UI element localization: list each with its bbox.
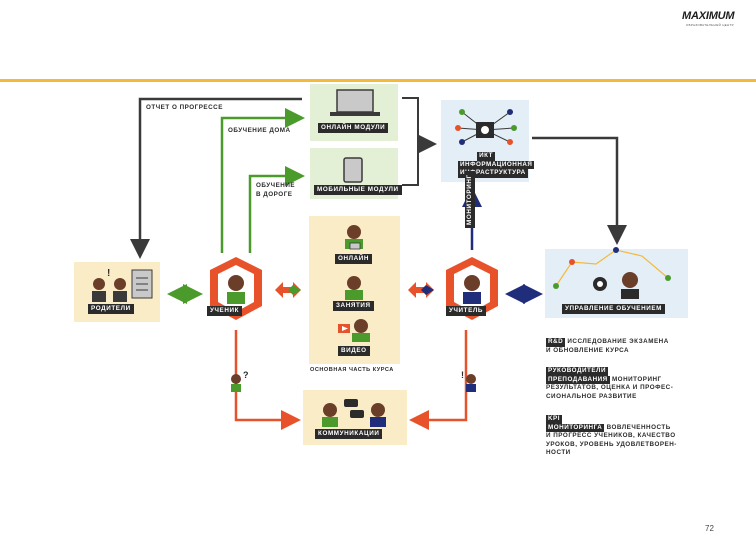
svg-text:?: ? [243, 370, 249, 380]
network-icon [455, 109, 517, 145]
lessons-icon [345, 276, 363, 300]
online-course-icon [345, 225, 363, 250]
home-learning-arrow [220, 108, 305, 253]
legend-kpi-tag-1: KPI [546, 415, 562, 424]
legend-heads-text-2: РЕЗУЛЬТАТОВ, ОЦЕНКА И ПРОФЕС- [546, 384, 674, 391]
teacher-alert-icon: ! [461, 370, 476, 392]
legend-kpi-text-4: НОСТИ [546, 449, 571, 456]
online-label: ОНЛАЙН [335, 254, 373, 264]
teacher-communications-arrow [409, 330, 468, 430]
infra-label-3: ИНФРАСТРУКТУРА [458, 169, 528, 178]
student-communications-arrow [234, 330, 301, 430]
modules-bracket [402, 97, 437, 186]
communications-icon [322, 399, 386, 427]
company-logo: MAXIMUM ОБРАЗОВАТЕЛЬНЫЙ ЦЕНТР [678, 8, 748, 32]
teacher-badge [446, 257, 498, 320]
legend-kpi-text-3: УРОКОВ, УРОВЕНЬ УДОВЛЕТВОРЕН- [546, 440, 677, 448]
legend-heads-text-3: СИОНАЛЬНОЕ РАЗВИТИЕ [546, 392, 637, 400]
svg-text:!: ! [461, 370, 464, 380]
monitoring-label: МОНИТОРИНГ [465, 171, 475, 228]
tablet-icon [343, 157, 363, 183]
legend-heads: РУКОВОДИТЕЛИ ПРЕПОДАВАНИЯ МОНИТОРИНГ РЕЗ… [546, 367, 673, 401]
legend-kpi: KPI МОНИТОРИНГА ВОВЛЕЧЕННОСТЬ И ПРОГРЕСС… [546, 415, 677, 458]
legend-rnd-text-2: И ОБНОВЛЕНИЕ КУРСА [546, 346, 630, 354]
infra-label-2: ИНФОРМАЦИОННАЯ [458, 160, 535, 169]
road-learning-label-1: ОБУЧЕНИЕ [256, 182, 296, 189]
infra-to-management-arrow [532, 136, 627, 245]
road-learning-arrow [248, 166, 305, 253]
legend-kpi-tag-2: МОНИТОРИНГА [546, 423, 605, 432]
management-label: УПРАВЛЕНИЕ ОБУЧЕНИЕМ [562, 304, 665, 314]
management-icon [553, 247, 671, 299]
course-core-label: ОСНОВНАЯ ЧАСТЬ КУРСА [310, 367, 394, 373]
logo-name: MAXIMUM [682, 10, 735, 22]
legend-heads-tag-1: РУКОВОДИТЕЛИ [546, 367, 608, 376]
page-number: 72 [705, 524, 714, 533]
road-learning-label-2: В ДОРОГЕ [256, 191, 293, 198]
home-learning-label: ОБУЧЕНИЕ ДОМА [228, 127, 291, 134]
lessons-label: ЗАНЯТИЯ [333, 301, 374, 311]
mobile-module-label: МОБИЛЬНЫЕ МОДУЛИ [314, 185, 402, 195]
infra-label-1: ИКТ [477, 152, 495, 161]
progress-report-arrow [130, 97, 302, 259]
video-icon [338, 319, 370, 342]
communications-label: КОММУНИКАЦИИ [315, 429, 383, 439]
legend-kpi-text-2: И ПРОГРЕСС УЧЕНИКОВ, КАЧЕСТВО [546, 432, 676, 439]
legend-kpi-text-1: ВОВЛЕЧЕННОСТЬ [606, 423, 671, 431]
video-label: ВИДЕО [338, 346, 370, 356]
student-badge [210, 257, 262, 320]
course-teacher-arrow [408, 282, 434, 298]
header-divider [0, 79, 756, 82]
student-course-arrow [275, 282, 301, 298]
laptop-icon [330, 89, 380, 116]
logo-tagline: ОБРАЗОВАТЕЛЬНЫЙ ЦЕНТР [686, 23, 734, 27]
legend-heads-tag-2: ПРЕПОДАВАНИЯ [546, 375, 610, 384]
parents-icon: ! [92, 268, 153, 302]
infra-label: ИКТ ИНФОРМАЦИОННАЯ ИНФРАСТРУКТУРА [458, 152, 535, 178]
student-question-icon: ? [231, 370, 249, 392]
parents-label: РОДИТЕЛИ [88, 304, 134, 314]
legend-rnd-text-1: ИССЛЕДОВАНИЕ ЭКЗАМЕНА [567, 338, 669, 345]
legend-rnd-tag: R&D [546, 338, 566, 347]
svg-text:!: ! [107, 268, 110, 279]
legend-rnd: R&D ИССЛЕДОВАНИЕ ЭКЗАМЕНА И ОБНОВЛЕНИЕ К… [546, 338, 669, 355]
progress-report-label: ОТЧЕТ О ПРОГРЕССЕ [146, 104, 223, 111]
teacher-label: УЧИТЕЛЬ [446, 306, 487, 316]
online-module-label: ОНЛАЙН МОДУЛИ [318, 123, 389, 133]
student-label: УЧЕНИК [207, 306, 243, 316]
legend-heads-text-1: МОНИТОРИНГ [611, 375, 662, 383]
